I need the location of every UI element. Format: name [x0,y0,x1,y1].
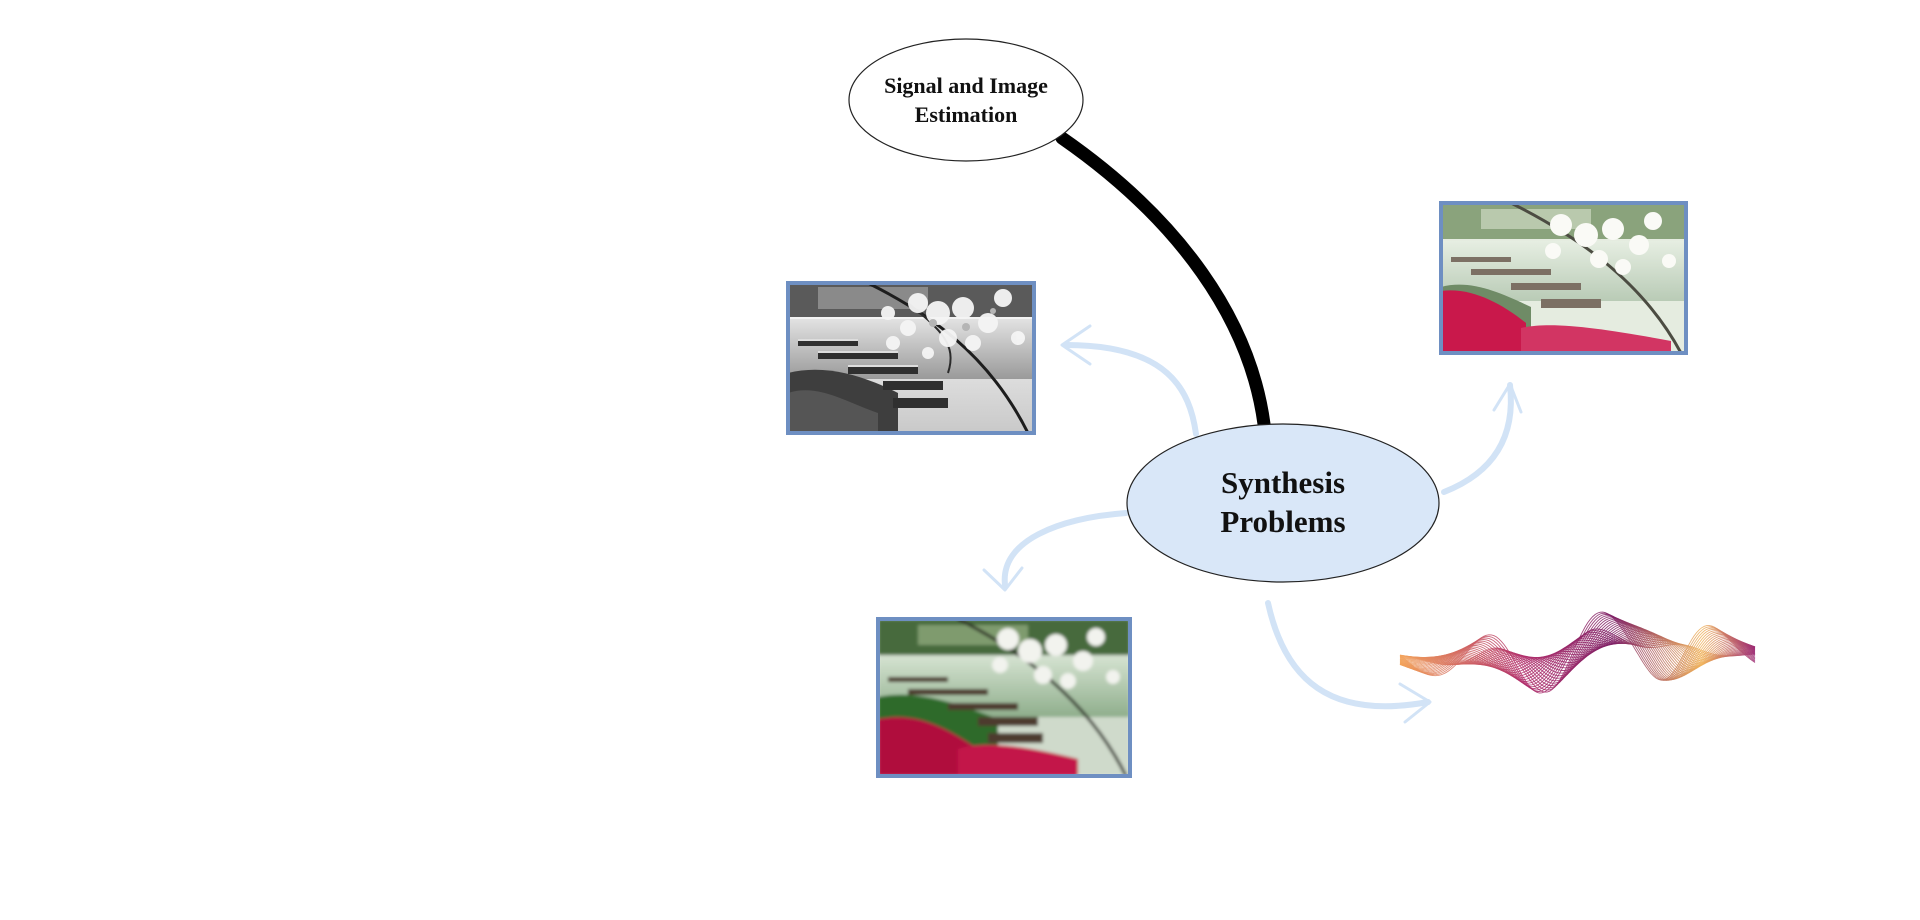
waveform-strand [1399,619,1756,679]
waveform-strand [1399,611,1756,693]
waveform-strand [1399,620,1756,679]
parent-connector [1055,131,1271,431]
node-label-line2: Estimation [915,102,1018,127]
node-ellipse [848,38,1084,162]
node-signal-and-image-estimation[interactable]: Signal and Image Estimation [848,38,1084,162]
arrow-to-grayscale-photo [1060,324,1199,437]
central-label-line1: Synthesis [1221,465,1345,500]
central-ellipse [1126,423,1440,583]
arrow-to-color-photo-faded [1441,382,1523,495]
node-synthesis-problems[interactable]: Synthesis Problems [1126,423,1440,583]
waveform-strand [1399,618,1756,680]
waveform-strand [1399,612,1756,691]
grayscale-photo [786,281,1036,435]
color-photo-blurred [876,617,1132,778]
arrow-to-signal-waveform [1265,600,1432,724]
node-label-line1: Signal and Image [884,73,1048,98]
color-photo-faded [1439,201,1688,355]
signal-waveform [1399,611,1756,694]
arrow-to-color-photo-blurred [982,510,1129,592]
waveform-strand [1399,613,1756,689]
central-label-line2: Problems [1220,504,1345,539]
